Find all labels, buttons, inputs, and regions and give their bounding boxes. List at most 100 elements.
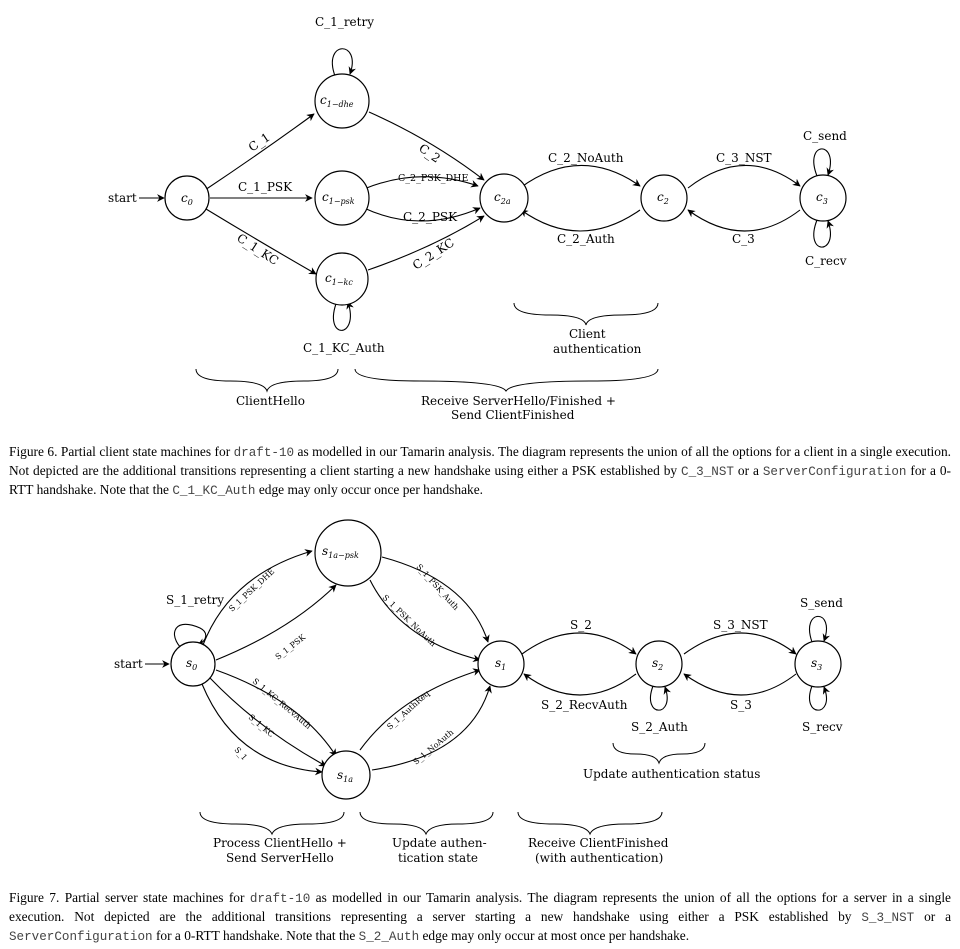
- node-c1-kc: [315, 252, 369, 306]
- edge-c-2-psk-dhe: [363, 176, 479, 190]
- edge-c-1: [204, 113, 315, 191]
- node-s1: [477, 640, 525, 688]
- edge-c-3: [687, 209, 801, 232]
- edge-s-3-nst: [683, 632, 797, 655]
- brace-update-auth-status: [612, 742, 706, 765]
- label-c-1-psk: C_1_PSK: [238, 180, 293, 194]
- figure6-client-state-machine: start c0 c1−dhe c1−psk c1−kc c2a c2: [108, 15, 847, 422]
- label-s-1-psk: S_1_PSK: [274, 632, 308, 662]
- brace-update-state-line2: tication state: [398, 851, 478, 865]
- label-c-2-psk: C_2_PSK: [403, 210, 458, 224]
- label-s-1-noauth: S_1_NoAuth: [412, 728, 456, 767]
- brace-client-auth: [513, 302, 659, 326]
- edge-s-3: [683, 673, 797, 696]
- label-s-1-authreq: S_1_AuthReq: [385, 689, 431, 732]
- label-c-1-kc-auth: C_1_KC_Auth: [303, 341, 385, 355]
- edge-s-1-psk: [215, 584, 337, 661]
- edge-s-1-authreq: [359, 668, 481, 751]
- loop-c-1-retry: [331, 48, 356, 77]
- figure7-server-state-machine: start s0 s1a−psk s1a s1 s2 s3: [114, 519, 843, 865]
- figure7-caption: Figure 7. Partial server state machines …: [9, 890, 952, 944]
- node-s3-label: s3: [811, 656, 822, 672]
- label-s-recv: S_recv: [802, 720, 843, 734]
- node-c1-psk-label: c1−psk: [322, 190, 355, 206]
- node-s3: [794, 640, 842, 688]
- node-s1a-psk-label: s1a−psk: [322, 544, 359, 560]
- label-s-1-psk-auth: S_1_PSK_Auth: [415, 562, 461, 612]
- label-s-1-kc: S_1_KC: [247, 713, 276, 739]
- brace-clienthello: [195, 368, 339, 393]
- brace-recv-cf-line2: (with authentication): [535, 851, 663, 865]
- edge-s-1-psk-noauth: [369, 579, 481, 663]
- label-s-3: S_3: [730, 698, 752, 712]
- node-s2-label: s2: [652, 656, 663, 672]
- brace-receive: [354, 368, 659, 392]
- edge-c-1-kc: [205, 208, 317, 275]
- brace-process-line1: Process ClientHello +: [213, 836, 347, 850]
- node-s2: [635, 640, 683, 688]
- edge-s-1-kc-recvauth: [215, 669, 337, 757]
- label-s-2: S_2: [570, 618, 592, 632]
- edge-s-2: [521, 632, 637, 655]
- label-c-2-psk-dhe: C_2_PSK_DHE: [398, 173, 468, 184]
- brace-process-line2: Send ServerHello: [226, 851, 334, 865]
- node-c1-kc-label: c1−kc: [325, 271, 353, 287]
- node-c2: [640, 174, 688, 222]
- node-s0: [170, 641, 216, 687]
- node-c3: [799, 174, 847, 222]
- brace-client-auth-line2: authentication: [553, 342, 642, 356]
- label-s-1-psk-dhe: S_1_PSK_DHE: [227, 567, 276, 614]
- label-c-3-nst: C_3_NST: [716, 151, 772, 165]
- edge-s-1-psk-auth: [381, 556, 490, 643]
- node-s1a: [321, 750, 371, 800]
- fig7-start-label: start: [114, 657, 143, 671]
- node-s1a-label: s1a: [337, 768, 353, 784]
- loop-s-send: [809, 615, 830, 643]
- loop-s-1-retry: [174, 623, 207, 653]
- label-c-2-noauth: C_2_NoAuth: [548, 151, 624, 165]
- brace-receive-line1: Receive ServerHello/Finished +: [421, 394, 616, 408]
- node-c2a: [479, 173, 529, 223]
- node-c0-label: c0: [181, 191, 193, 207]
- edge-s-2-recvauth: [523, 673, 637, 696]
- edge-c-2-kc: [367, 215, 485, 271]
- node-c2a-label: c2a: [494, 190, 511, 206]
- brace-receive-clientfinished: [517, 811, 663, 836]
- node-c1-psk: [314, 170, 370, 226]
- label-s-1-retry: S_1_retry: [166, 593, 224, 607]
- label-c-3: C_3: [732, 232, 755, 246]
- brace-update-auth-state: [359, 811, 494, 836]
- brace-process-clienthello: [199, 811, 345, 836]
- brace-receive-line2: Send ClientFinished: [451, 408, 575, 422]
- edge-c-2: [368, 111, 485, 181]
- edge-s-1-psk-dhe: [202, 549, 313, 646]
- label-s-send: S_send: [800, 596, 843, 610]
- edge-s-1: [201, 683, 323, 776]
- edge-s-1-kc: [209, 677, 327, 767]
- node-s1-label: s1: [495, 656, 506, 672]
- label-s-2-auth: S_2_Auth: [631, 720, 688, 734]
- label-c-1: C_1: [246, 130, 273, 154]
- node-c3-label: c3: [816, 190, 828, 206]
- label-c-2: C_2: [416, 141, 443, 166]
- loop-s-2-auth: [650, 685, 671, 711]
- label-s-3-nst: S_3_NST: [713, 618, 768, 632]
- label-c-1-retry: C_1_retry: [315, 15, 374, 29]
- edge-c-2-auth: [520, 209, 641, 232]
- node-c1-dhe-label: c1−dhe: [320, 93, 354, 109]
- label-c-2-auth: C_2_Auth: [557, 232, 615, 246]
- loop-s-recv: [809, 685, 831, 711]
- edge-c-2-noauth: [519, 164, 641, 189]
- loop-c-1-kc-auth: [332, 300, 354, 331]
- loop-c-recv: [813, 219, 834, 248]
- brace-recv-cf-line1: Receive ClientFinished: [528, 836, 669, 850]
- edge-c-2-psk: [363, 207, 481, 222]
- brace-clienthello-label: ClientHello: [236, 394, 305, 408]
- node-s0-label: s0: [186, 656, 197, 672]
- figure6-caption: Figure 6. Partial client state machines …: [9, 444, 951, 498]
- label-c-recv: C_recv: [805, 254, 847, 268]
- brace-update-auth-status-label: Update authentication status: [583, 767, 760, 781]
- brace-client-auth-line1: Client: [569, 327, 606, 341]
- loop-c-send: [813, 148, 834, 177]
